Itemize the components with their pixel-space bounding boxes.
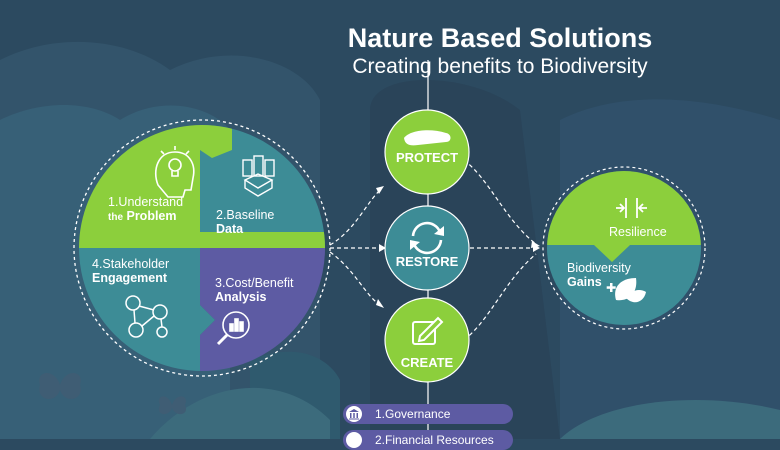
biodiversity-line1: Biodiversity bbox=[567, 261, 631, 275]
create-node bbox=[384, 297, 470, 383]
resilience-icon bbox=[616, 198, 647, 218]
leaf-plus-icon bbox=[606, 278, 646, 303]
resilience-label: Resilience bbox=[609, 225, 667, 239]
step-understand-num: 1.Understand bbox=[108, 195, 184, 209]
step-baseline-label: 2.Baseline Data bbox=[216, 208, 274, 236]
step-cost-emph: Analysis bbox=[215, 290, 267, 304]
step-understand-prefix: the bbox=[108, 212, 123, 223]
steps-circle bbox=[79, 125, 325, 371]
biodiversity-label: Biodiversity Gains bbox=[567, 261, 631, 289]
create-edit-icon bbox=[412, 316, 444, 345]
head-bulb-icon bbox=[154, 146, 195, 198]
restore-refresh-icon bbox=[411, 221, 443, 255]
protect-label: PROTECT bbox=[395, 150, 459, 165]
step-cost-label: 3.Cost/Benefit Analysis bbox=[215, 276, 294, 304]
restore-label: RESTORE bbox=[395, 254, 459, 269]
step-cost-num: 3.Cost/Benefit bbox=[215, 276, 294, 290]
butterfly-decoration bbox=[39, 372, 187, 415]
arrowheads bbox=[376, 186, 540, 308]
outcome-circle-outline bbox=[542, 166, 706, 330]
biodiversity-line2: Gains bbox=[567, 275, 602, 289]
restore-arrow-heads bbox=[410, 226, 444, 250]
protect-hand-icon bbox=[404, 130, 451, 146]
subtitle: Creating benefits to Biodiversity bbox=[352, 55, 648, 78]
building-icon bbox=[346, 406, 362, 422]
step-baseline-num: 2.Baseline bbox=[216, 208, 275, 222]
step-understand-emph: Problem bbox=[126, 209, 177, 223]
protect-node bbox=[384, 109, 470, 195]
stakeholder-network-icon bbox=[125, 295, 168, 338]
magnifier-chart-icon bbox=[216, 311, 250, 346]
coin-icon bbox=[346, 432, 362, 448]
create-label: CREATE bbox=[400, 355, 454, 370]
step-baseline-emph: Data bbox=[216, 222, 244, 236]
step-stakeholder-label: 4.Stakeholder Engagement bbox=[92, 257, 169, 285]
step-stakeholder-emph: Engagement bbox=[92, 271, 168, 285]
documents-box-icon bbox=[242, 155, 275, 197]
financial-label: 2.Financial Resources bbox=[375, 433, 494, 447]
infographic: Nature Based Solutions Creating benefits… bbox=[0, 22, 780, 450]
governance-label: 1.Governance bbox=[375, 407, 451, 421]
flow-connectors bbox=[329, 159, 537, 341]
governance-bar: 1.Governance bbox=[343, 404, 513, 424]
diagram-canvas bbox=[0, 41, 780, 440]
step-stakeholder-num: 4.Stakeholder bbox=[92, 257, 170, 271]
main-title: Nature Based Solutions bbox=[347, 23, 653, 53]
title-block: Nature Based Solutions Creating benefits… bbox=[300, 22, 700, 80]
step-understand-label: 1.Understand the Problem bbox=[108, 195, 183, 225]
restore-node bbox=[384, 205, 470, 291]
financial-bar: 2.Financial Resources bbox=[343, 430, 513, 450]
